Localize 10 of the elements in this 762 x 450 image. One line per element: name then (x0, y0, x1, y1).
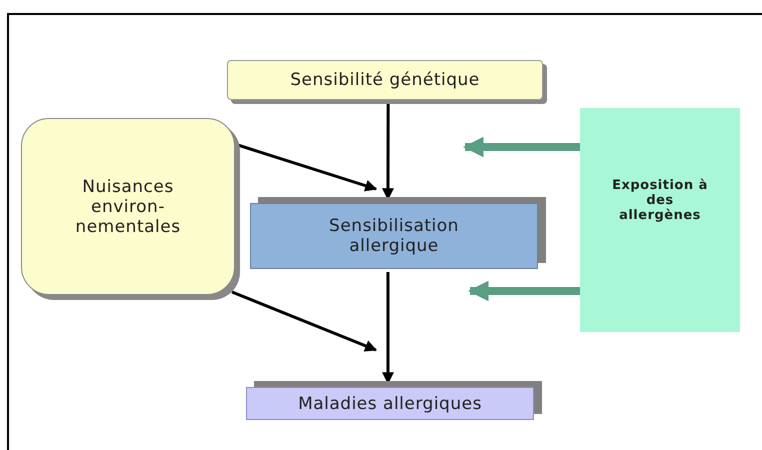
node-label: Sensibilisation allergique (328, 216, 460, 256)
node-label: Exposition à des allergènes (611, 178, 709, 222)
node-label: Sensibilité génétique (290, 70, 480, 90)
arrow (231, 290, 377, 352)
arrow (238, 144, 378, 192)
arrow (462, 136, 580, 158)
node-label: Maladies allergiques (298, 394, 482, 414)
arrow (468, 280, 580, 302)
node-label: Nuisances environ- nementales (74, 176, 182, 236)
panel (580, 108, 740, 332)
